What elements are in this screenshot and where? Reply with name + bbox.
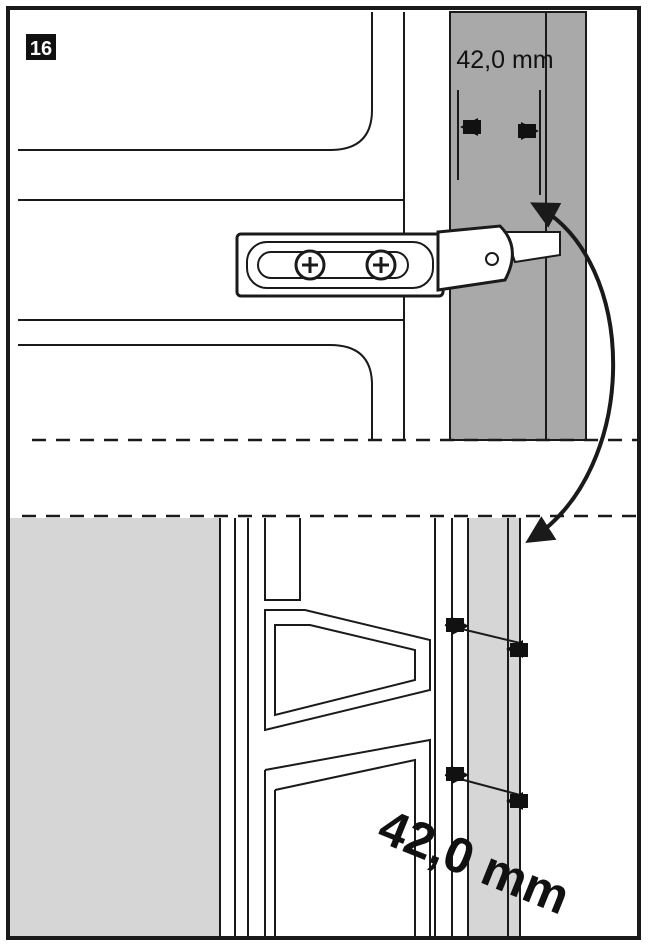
lower-cabinet-wall-left xyxy=(10,518,221,936)
lower-dimension-marker xyxy=(444,617,528,810)
lower-cabinet-side-strip xyxy=(467,518,521,936)
top-dimension-label: 42,0 mm xyxy=(456,46,553,74)
lower-appliance-frame xyxy=(234,518,453,936)
step-number: 16 xyxy=(30,38,52,60)
top-dimension-marker xyxy=(457,90,541,195)
curved-double-arrow-icon xyxy=(525,202,616,544)
step-badge: 16 xyxy=(26,34,56,60)
upper-appliance-panels xyxy=(18,12,405,440)
phillips-screw-icon xyxy=(294,249,326,281)
phillips-screw-icon xyxy=(365,249,397,281)
